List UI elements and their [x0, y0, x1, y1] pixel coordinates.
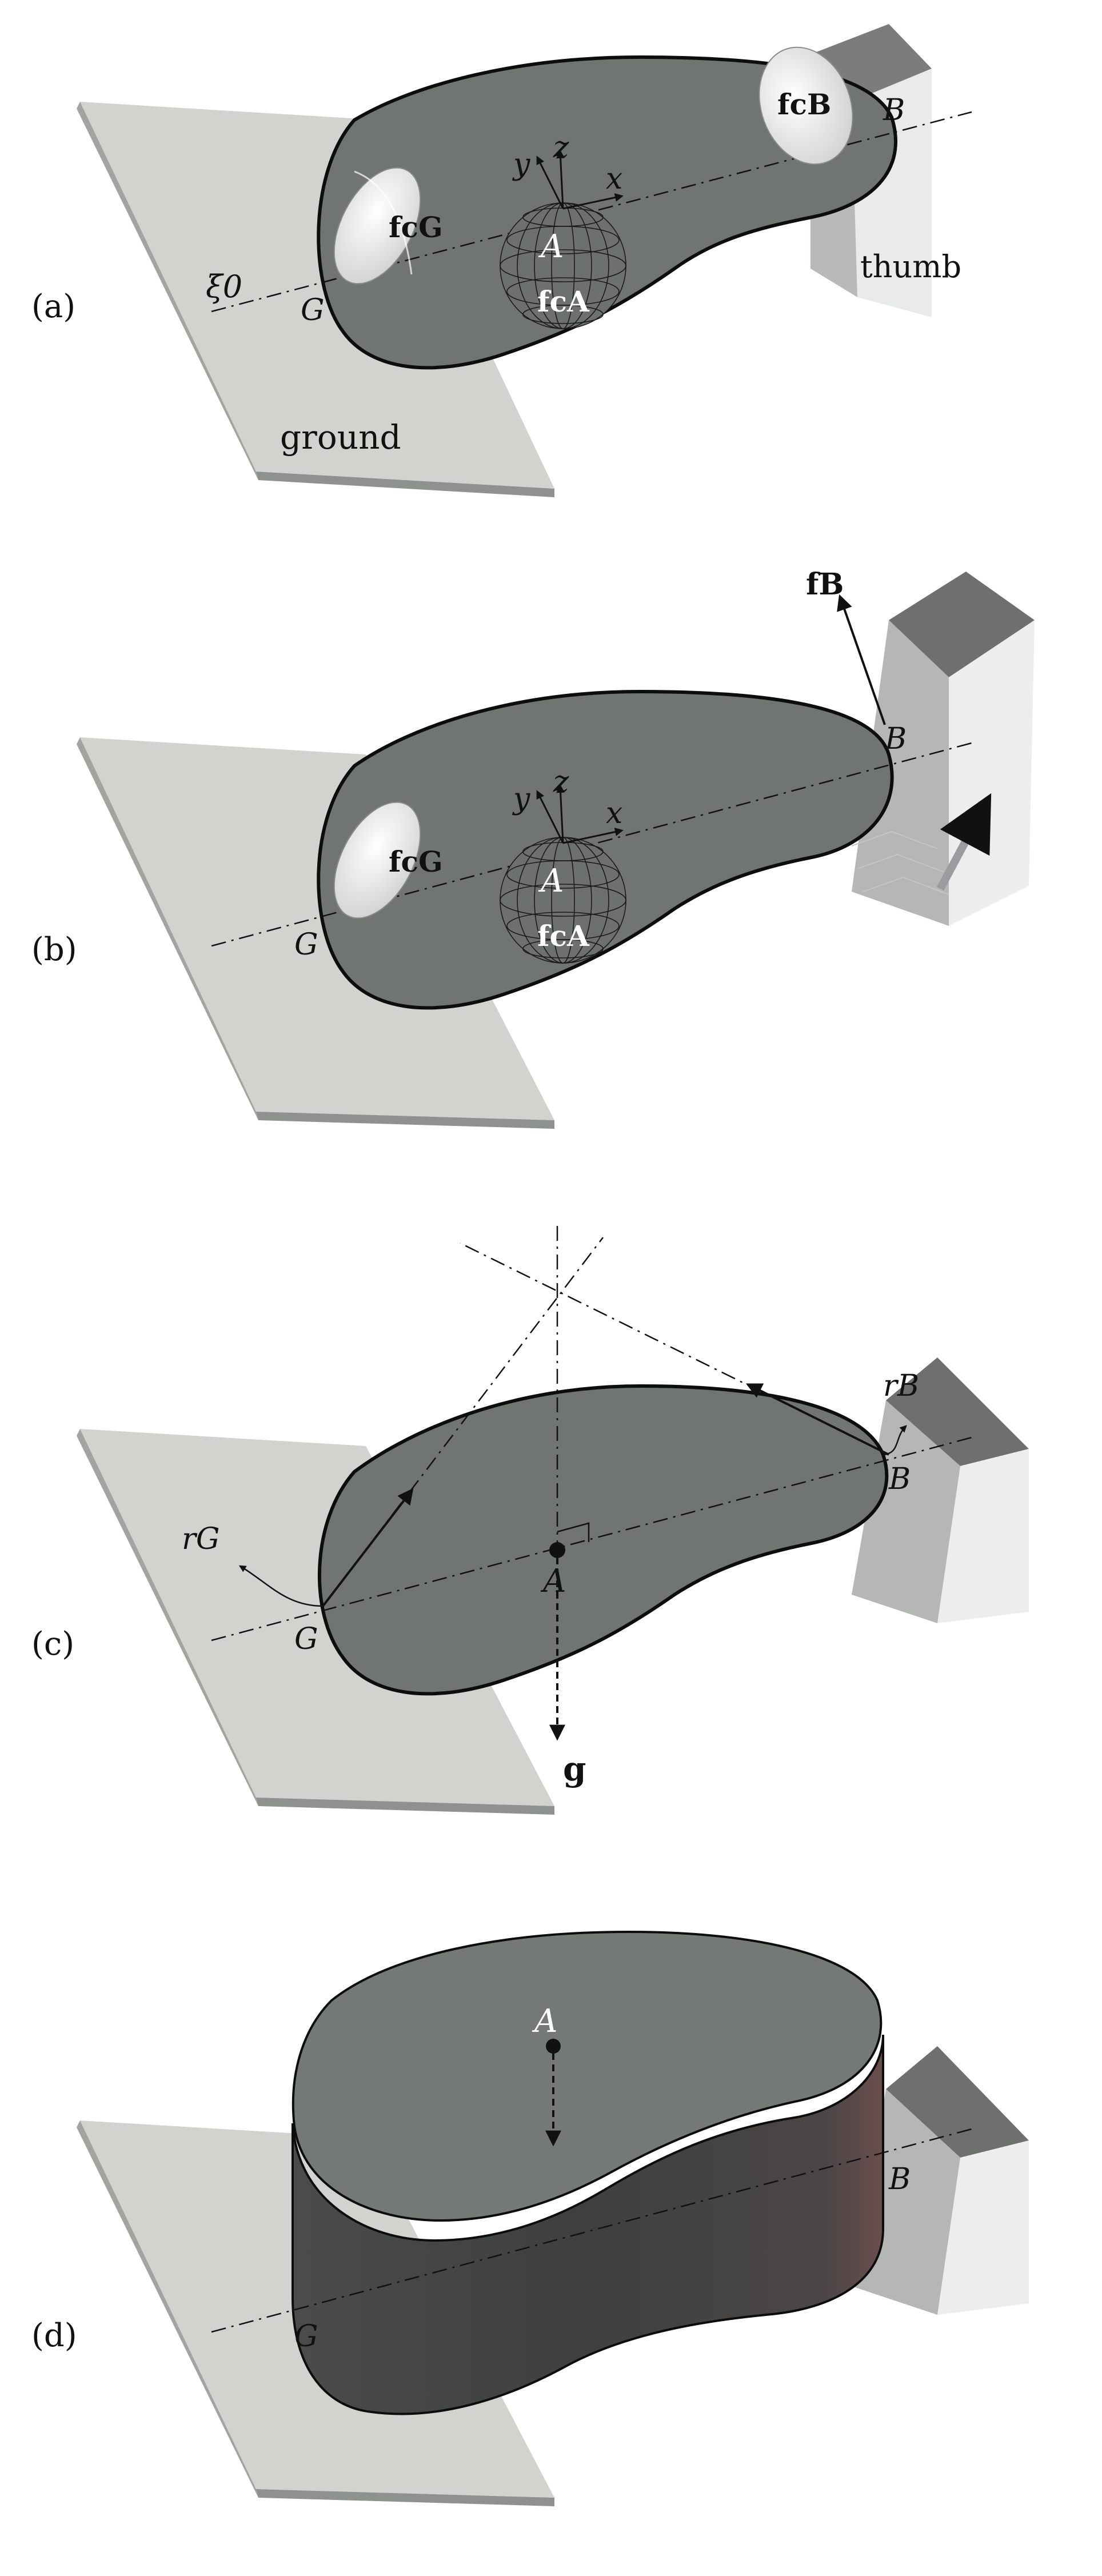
leader-rg — [238, 1565, 324, 1607]
label-x: x — [606, 162, 622, 196]
label-g: G — [294, 928, 318, 962]
y-axis-arrow — [536, 790, 564, 844]
ground-plane — [77, 737, 554, 1129]
label-a: A — [538, 228, 564, 265]
label-a: A — [538, 862, 564, 900]
label-fcg: fcG — [389, 845, 443, 878]
label-rg: rG — [182, 1522, 219, 1556]
label-fcg: fcG — [389, 210, 443, 244]
label-a: A — [532, 2003, 557, 2040]
thumb-motion-arrow — [936, 793, 992, 891]
force-arrow-fb — [837, 594, 886, 725]
panel-label-b: (b) — [31, 931, 77, 968]
label-b: B — [888, 1462, 911, 1496]
label-xi0: ξ0 — [206, 269, 242, 305]
panel-b: fB B G A x y z fcG fcA (b) — [31, 567, 1035, 1129]
thumb-ghost-steps — [851, 830, 949, 895]
object-body — [317, 1384, 889, 1696]
friction-cone-b — [758, 46, 853, 165]
label-y: y — [512, 147, 530, 182]
label-fca: fcA — [537, 285, 590, 318]
friction-cone-g — [333, 801, 421, 919]
ground-plane — [77, 1429, 554, 1815]
right-angle-marker — [557, 1522, 590, 1542]
object-side-wall — [292, 2034, 884, 2415]
object-top-face — [292, 1930, 883, 2222]
z-axis-arrow — [556, 150, 565, 209]
label-g: G — [294, 1622, 318, 1656]
label-b: B — [884, 722, 907, 756]
label-b: B — [883, 93, 905, 127]
object-body — [317, 689, 894, 1010]
label-fcb: fcB — [777, 87, 831, 121]
label-z: z — [553, 130, 569, 165]
object-body — [317, 55, 897, 370]
panel-label-c: (c) — [31, 1626, 74, 1663]
label-x: x — [606, 796, 622, 830]
label-a: A — [540, 1563, 566, 1600]
label-g: G — [294, 2319, 318, 2354]
force-arrow-b — [745, 1383, 889, 1456]
frame-a — [536, 784, 624, 844]
label-fca: fcA — [537, 919, 590, 953]
label-b: B — [888, 2162, 911, 2196]
label-g-vector: g — [563, 1750, 586, 1788]
ground-plane — [77, 102, 554, 497]
y-axis-arrow — [536, 155, 564, 209]
label-y: y — [512, 782, 530, 816]
frame-a — [536, 150, 624, 210]
label-g: G — [301, 293, 325, 328]
force-arrow-g — [322, 1488, 414, 1607]
panel-label-a: (a) — [31, 288, 75, 325]
axis-xi0 — [211, 1436, 972, 1642]
label-z: z — [553, 765, 569, 799]
panel-label-d: (d) — [31, 2317, 77, 2354]
x-axis-arrow — [562, 828, 624, 844]
friction-cone-g — [333, 167, 421, 285]
center-of-mass-a — [549, 1542, 565, 1558]
label-thumb: thumb — [860, 249, 961, 285]
axis-xi0 — [211, 2128, 972, 2333]
label-fb: fB — [806, 567, 844, 602]
center-of-mass-a — [546, 2039, 561, 2054]
label-rb: rB — [883, 1369, 919, 1403]
thumb-block — [851, 572, 1035, 926]
z-axis-arrow — [556, 784, 565, 844]
panel-c: rG rB G B A g (c) — [31, 1226, 1029, 1815]
x-axis-arrow — [562, 193, 624, 210]
label-ground: ground — [280, 418, 401, 457]
line-of-action-g — [322, 1237, 604, 1607]
leader-rb — [884, 1425, 907, 1456]
panel-d: A B G (d) — [31, 1930, 1029, 2506]
panel-a: ξ0 G B A x y z fcG fcB fcA ground thumb … — [31, 24, 972, 497]
